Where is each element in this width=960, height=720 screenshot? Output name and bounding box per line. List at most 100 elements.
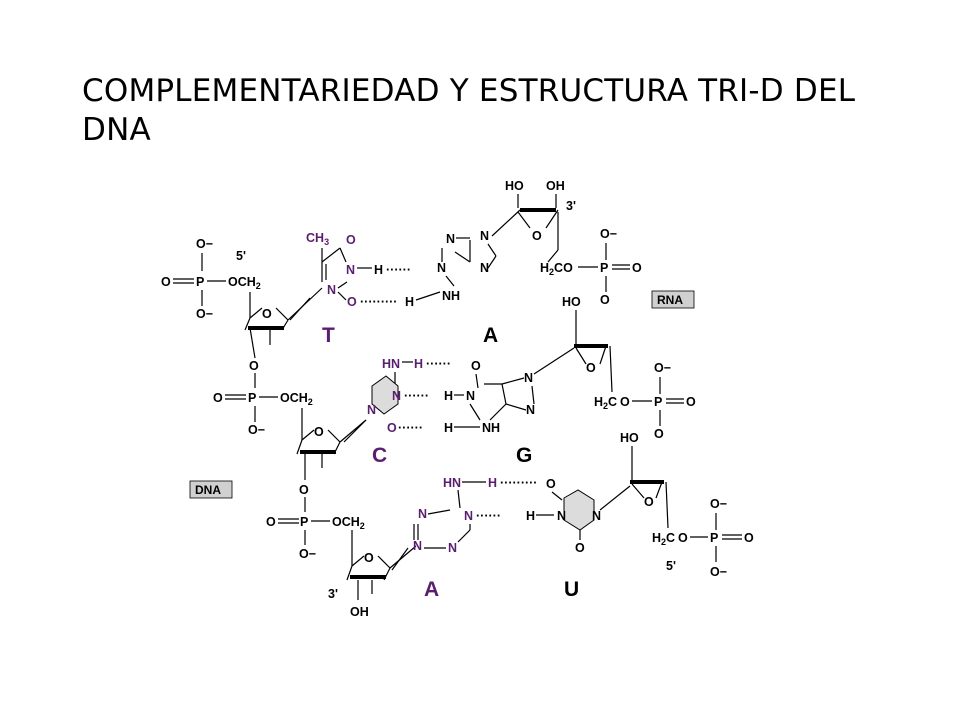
svg-text:O−: O− (654, 361, 671, 375)
svg-text:N: N (437, 261, 446, 275)
dna-sugar-3: O 3' OH (328, 530, 417, 619)
svg-text:N: N (418, 507, 427, 521)
adenine-base-dna: HN H N N N N (391, 476, 497, 571)
svg-text:OCH2: OCH2 (280, 391, 313, 407)
svg-text:HO: HO (620, 431, 639, 445)
svg-text:OCH2: OCH2 (332, 515, 365, 531)
svg-text:N: N (592, 509, 601, 523)
svg-text:HN: HN (382, 357, 400, 371)
svg-text:O: O (575, 541, 585, 555)
dna-sugar-2: O (296, 408, 367, 480)
svg-text:N: N (480, 229, 489, 243)
hbond-a-u-1: ········· (500, 476, 537, 490)
dna-phosphate-2: O O P OCH2 O− (213, 359, 313, 437)
svg-text:O: O (249, 359, 259, 373)
svg-text:N: N (524, 371, 533, 385)
svg-text:H: H (414, 357, 423, 371)
base-label-t: T (322, 324, 335, 347)
svg-text:N: N (557, 509, 566, 523)
svg-text:N: N (464, 509, 473, 523)
svg-text:O: O (600, 293, 610, 307)
base-label-a-rna: A (483, 324, 498, 347)
dna-phosphate-1: O− O P OCH2 O− 5' (161, 237, 261, 321)
svg-text:P: P (300, 515, 308, 529)
svg-text:H: H (444, 421, 453, 435)
svg-text:N: N (448, 541, 457, 555)
cytosine-base: HN H N N O (343, 357, 423, 443)
hbond-c-g-2: ······ (404, 389, 429, 403)
svg-text:P: P (654, 395, 662, 409)
svg-text:O−: O− (196, 307, 213, 321)
svg-text:O: O (213, 391, 223, 405)
svg-text:N: N (480, 261, 489, 275)
slide-title: COMPLEMENTARIEDAD Y ESTRUCTURA TRI-D DEL… (82, 73, 856, 148)
three-prime-label-rna: 3' (566, 199, 576, 213)
hbond-c-g-1: ······ (426, 357, 451, 371)
rna-phosphate-3: O− H2C O P O O− 5' (652, 497, 754, 579)
rna-sugar-2: HO O (562, 295, 613, 393)
svg-text:H: H (444, 389, 453, 403)
svg-text:H2CO: H2CO (540, 261, 573, 277)
adenine-base-rna: N N N N NH (437, 209, 521, 303)
dna-phosphate-3: O O P OCH2 O− (266, 483, 365, 561)
svg-text:O: O (654, 427, 664, 441)
rna-sugar-3: HO O (620, 431, 669, 529)
svg-text:N: N (413, 539, 422, 553)
rna-phosphate-2: O− H2C O P O O (594, 361, 696, 441)
svg-text:N: N (526, 403, 535, 417)
svg-text:H2C: H2C (652, 531, 675, 547)
svg-text:O: O (364, 551, 374, 565)
uracil-base-rna: O H N N O (526, 477, 631, 555)
svg-text:N: N (346, 263, 355, 277)
svg-text:OH: OH (350, 605, 369, 619)
svg-text:O: O (262, 307, 272, 321)
svg-text:H: H (374, 263, 383, 277)
svg-text:RNA: RNA (657, 293, 683, 307)
svg-text:N: N (392, 389, 401, 403)
thymine-base: CH3 O N N O H (289, 231, 383, 321)
svg-text:O: O (532, 229, 542, 243)
svg-text:P: P (600, 261, 608, 275)
svg-text:DNA: DNA (195, 483, 221, 497)
svg-text:N: N (466, 389, 475, 403)
svg-text:O: O (546, 477, 556, 491)
svg-text:N: N (327, 283, 336, 297)
svg-text:N: N (367, 403, 376, 417)
svg-text:OCH2: OCH2 (228, 275, 261, 291)
base-label-u-rna: U (564, 578, 579, 601)
three-prime-label-dna: 3' (328, 587, 338, 601)
svg-text:O: O (471, 359, 481, 373)
svg-text:O: O (678, 531, 688, 545)
svg-text:OH: OH (546, 179, 565, 193)
base-label-a-dna: A (424, 578, 439, 601)
svg-text:O: O (266, 515, 276, 529)
svg-text:HO: HO (562, 295, 581, 309)
svg-text:NH: NH (442, 289, 460, 303)
svg-text:HO: HO (505, 179, 524, 193)
svg-text:O: O (346, 233, 356, 247)
svg-text:P: P (196, 275, 204, 289)
hbond-t-a-1: ······ (386, 263, 411, 277)
svg-text:O−: O− (710, 565, 727, 579)
svg-text:O−: O− (196, 237, 213, 251)
rna-strand-label: RNA (651, 290, 695, 309)
svg-text:O: O (314, 425, 324, 439)
svg-text:HN: HN (443, 476, 461, 490)
svg-text:O−: O− (248, 423, 265, 437)
svg-text:O: O (744, 531, 754, 545)
svg-text:H: H (405, 295, 414, 309)
five-prime-label-rna: 5' (666, 559, 676, 573)
base-label-g-rna: G (516, 444, 532, 467)
hbond-a-u-2: ······ (476, 509, 501, 523)
svg-text:O: O (299, 483, 309, 497)
svg-text:O: O (620, 395, 630, 409)
svg-text:O−: O− (710, 497, 727, 511)
svg-text:O−: O− (600, 227, 617, 241)
svg-text:O: O (686, 395, 696, 409)
svg-text:H: H (488, 476, 497, 490)
svg-text:O: O (644, 495, 654, 509)
guanine-base-rna: O H N H NH N N (444, 347, 575, 435)
svg-text:NH: NH (482, 421, 500, 435)
dna-sugar-1: O (244, 287, 323, 359)
